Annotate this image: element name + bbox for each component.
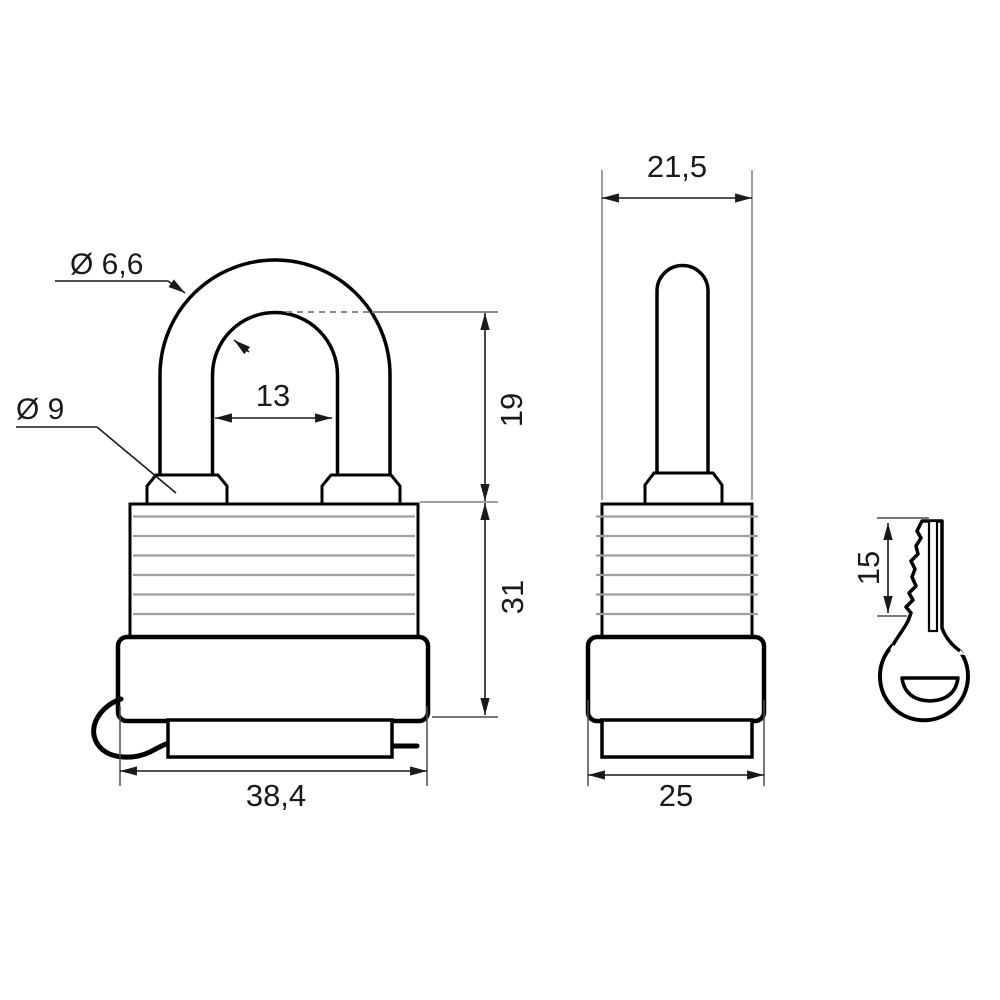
key-bow-slot <box>900 676 960 703</box>
base-plate-front <box>166 718 394 759</box>
dim-label-key-bitting-length: 15 <box>851 551 886 585</box>
padlock-side-view: 21,5 25 <box>585 149 767 813</box>
lamination-lines-front <box>133 515 415 616</box>
leader-shackle-diameter <box>55 279 186 294</box>
shackle-outer-outline <box>158 258 392 476</box>
cable-wire-loop <box>91 696 172 760</box>
dim-label-shackle-diameter: Ø 6,6 <box>70 248 143 281</box>
dim-label-body-height: 31 <box>495 580 530 614</box>
dim-label-body-width: 38,4 <box>246 778 306 813</box>
lock-body-front <box>128 502 420 640</box>
front-view-dimensions: Ø 6,6 Ø 9 13 19 31 38,4 <box>16 248 530 813</box>
weatherproof-cover-side <box>585 634 767 724</box>
padlock-front-view <box>91 258 431 760</box>
right-shackle-collar <box>320 473 402 506</box>
shackle-collar-side <box>643 471 724 506</box>
inner-arc-pointer-arrow <box>233 339 251 355</box>
dim-label-side-body-width: 21,5 <box>647 149 707 184</box>
key-blade-groove <box>927 519 939 633</box>
shackle-inner-outline <box>210 310 340 476</box>
key-blade-outline <box>891 519 962 653</box>
leader-collar-diameter <box>16 426 177 494</box>
weatherproof-cover-front <box>115 634 431 724</box>
lock-body-side <box>600 502 754 639</box>
lamination-lines-side <box>596 515 758 616</box>
key-view: 15 <box>851 517 970 723</box>
dim-label-shackle-inner-width: 13 <box>256 378 290 413</box>
dim-label-side-base-width: 25 <box>659 778 693 813</box>
dim-label-collar-diameter: Ø 9 <box>16 393 64 426</box>
base-plate-side <box>600 718 754 759</box>
shackle-side-outline <box>655 263 710 474</box>
dim-label-shackle-inner-height: 19 <box>494 393 529 427</box>
